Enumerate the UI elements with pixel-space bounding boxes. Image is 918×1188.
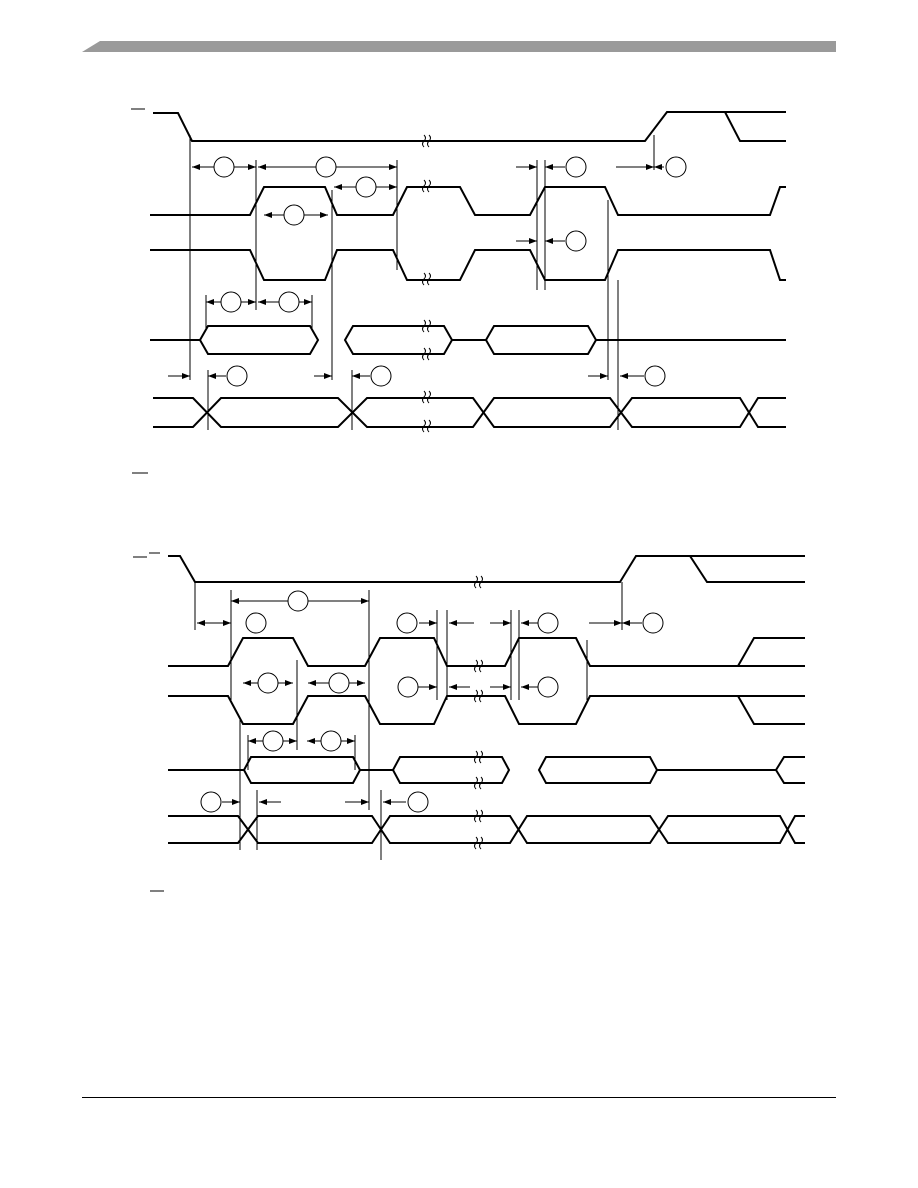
timing-parameter-marker xyxy=(245,612,267,634)
write-cycle-timing-diagram xyxy=(133,552,805,892)
timing-parameter-marker xyxy=(200,791,222,813)
strobe-signal-waveform xyxy=(153,111,786,142)
bus-waveform-a xyxy=(168,637,805,725)
timing-parameter-marker xyxy=(397,676,419,698)
timing-parameter-marker xyxy=(262,730,284,752)
timing-parameter-marker xyxy=(644,365,666,387)
timing-parameter-marker xyxy=(257,672,279,694)
timing-arrows-row-1 xyxy=(192,164,664,170)
timing-parameter-marker xyxy=(396,612,418,634)
header-bar-shape xyxy=(82,41,836,52)
break-mark xyxy=(422,319,431,361)
timing-parameter-marker xyxy=(226,365,248,387)
break-mark xyxy=(474,659,483,703)
data-bus-waveform xyxy=(168,756,805,784)
timing-reference-lines xyxy=(194,582,623,860)
timing-parameter-marker xyxy=(320,730,342,752)
timing-parameter-marker xyxy=(278,291,300,313)
timing-parameter-marker xyxy=(537,676,559,698)
timing-arrows-row-1 xyxy=(197,598,642,626)
timing-parameter-marker xyxy=(287,590,309,612)
timing-arrows-row-3 xyxy=(516,238,565,244)
break-mark xyxy=(474,750,483,790)
timing-arrows-row-4 xyxy=(222,799,406,805)
timing-parameter-marker xyxy=(355,176,377,198)
page-header-bar xyxy=(82,41,836,52)
read-cycle-timing-diagram xyxy=(131,108,786,474)
break-mark xyxy=(422,134,431,148)
timing-parameter-marker xyxy=(213,156,235,178)
bus-waveform-a xyxy=(150,186,786,281)
timing-parameter-marker xyxy=(537,612,559,634)
break-mark xyxy=(422,390,431,433)
break-mark xyxy=(474,809,483,850)
strobe-signal-waveform xyxy=(168,555,805,583)
timing-parameter-marker xyxy=(283,204,305,226)
break-mark xyxy=(474,575,483,589)
timing-arrows-row-2 xyxy=(243,680,538,690)
data-bus-waveform xyxy=(150,325,786,355)
footer-rule xyxy=(82,1097,836,1098)
timing-parameter-marker xyxy=(407,791,429,813)
timing-parameter-marker xyxy=(565,156,587,178)
timing-reference-lines xyxy=(189,135,655,430)
address-bus-waveform xyxy=(153,397,786,428)
address-bus-waveform xyxy=(168,815,805,844)
timing-parameter-marker xyxy=(315,156,337,178)
timing-parameter-marker xyxy=(220,291,242,313)
timing-parameter-marker xyxy=(665,156,687,178)
timing-parameter-marker xyxy=(642,612,664,634)
timing-parameter-marker xyxy=(565,230,587,252)
timing-parameter-marker xyxy=(328,672,350,694)
timing-parameter-marker xyxy=(370,365,392,387)
timing-arrows-row-5 xyxy=(168,370,644,430)
break-mark xyxy=(422,179,431,286)
